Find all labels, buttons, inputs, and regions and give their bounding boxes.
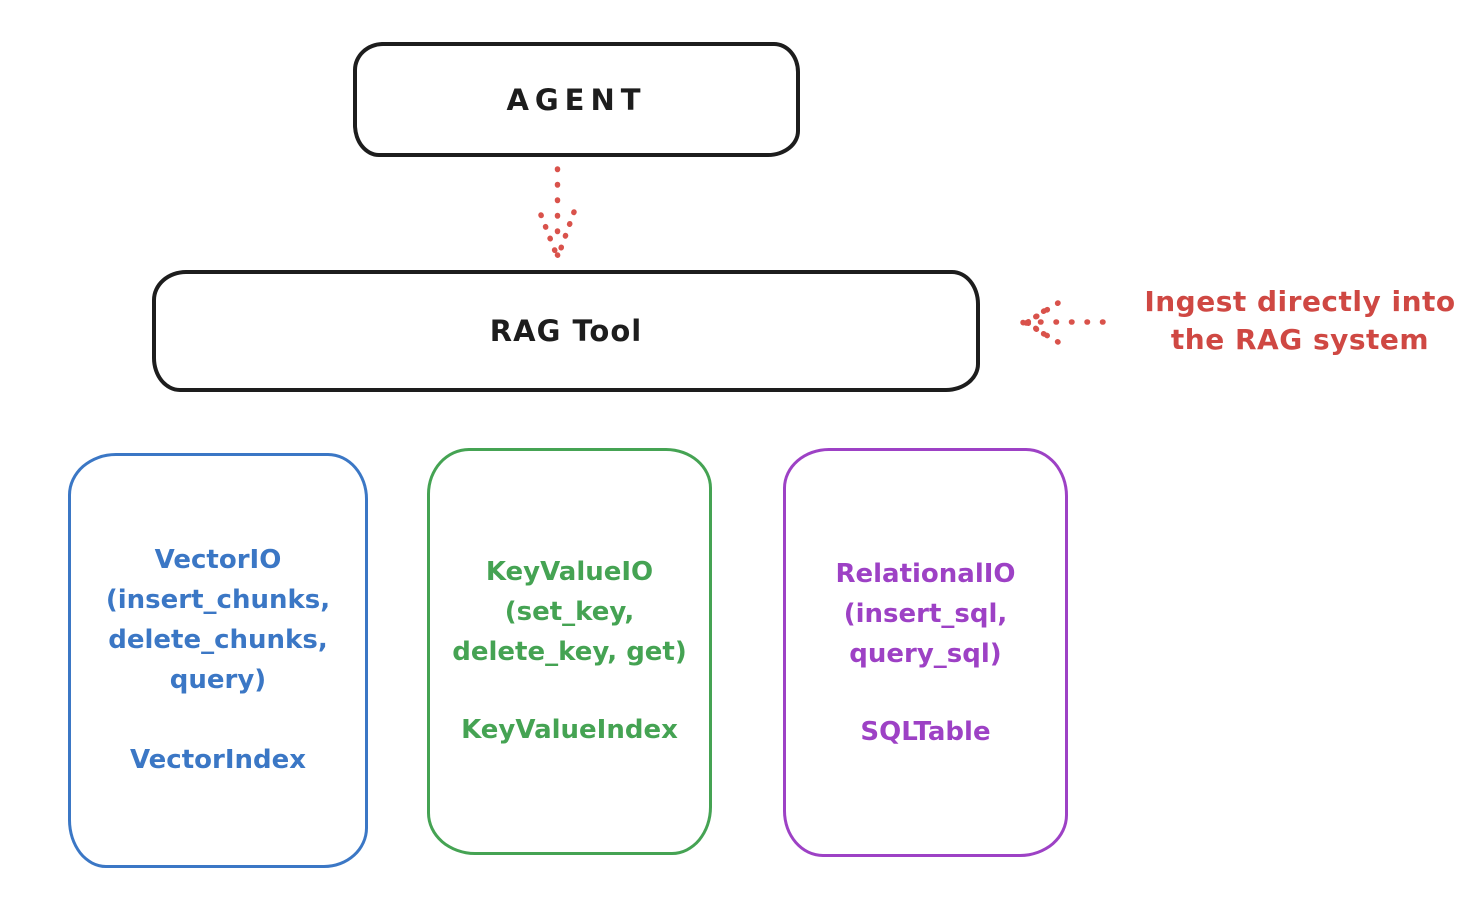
relational-io-title: RelationalIO	[835, 559, 1016, 589]
ingest-annotation: Ingest directly into the RAG system	[1120, 283, 1480, 359]
relational-io-box: RelationalIO (insert_sql, query_sql) SQL…	[783, 448, 1068, 857]
ingest-annotation-line2: the RAG system	[1170, 323, 1430, 356]
vector-io-param: query)	[169, 665, 267, 695]
ingest-arrow	[1020, 300, 1106, 345]
agent-to-rag-arrow	[538, 166, 577, 258]
ingest-annotation-line1: Ingest directly into	[1144, 285, 1456, 318]
keyvalue-io-title: KeyValueIO	[485, 557, 654, 587]
relational-io-param: query_sql)	[849, 639, 1002, 669]
vector-index-label: VectorIndex	[129, 745, 307, 775]
keyvalue-io-box: KeyValueIO (set_key, delete_key, get) Ke…	[427, 448, 712, 855]
vector-io-title: VectorIO	[154, 545, 282, 575]
rag-tool-box: RAG Tool	[152, 270, 980, 392]
agent-box: AGENT	[353, 42, 800, 157]
keyvalue-index-label: KeyValueIndex	[461, 715, 678, 745]
relational-io-param: (insert_sql,	[843, 599, 1008, 629]
vector-io-param: (insert_chunks,	[105, 585, 331, 615]
rag-tool-box-label: RAG Tool	[489, 314, 643, 348]
vector-io-param: delete_chunks,	[108, 625, 328, 655]
vector-io-box: VectorIO (insert_chunks, delete_chunks, …	[68, 453, 368, 868]
sql-table-label: SQLTable	[860, 717, 991, 747]
keyvalue-io-param: (set_key,	[504, 597, 635, 627]
keyvalue-io-param: delete_key, get)	[452, 637, 687, 667]
agent-box-label: AGENT	[506, 82, 647, 117]
